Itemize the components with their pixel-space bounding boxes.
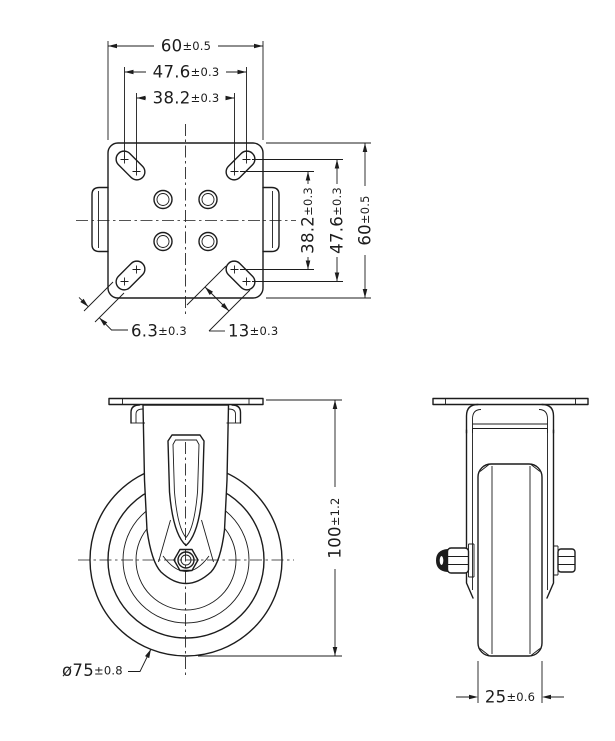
dim-plate-width-right: 60±0.5 xyxy=(266,142,375,299)
dome-highlight xyxy=(439,556,444,565)
dim-bolt-spacing-inner-top: 38.2±0.3 xyxy=(136,89,235,170)
top-plate-side xyxy=(432,397,589,406)
svg-text:ø75±0.8: ø75±0.8 xyxy=(62,661,123,680)
svg-text:38.2±0.3: 38.2±0.3 xyxy=(299,187,318,254)
dim-bolt-spacing-outer-top: 47.6±0.3 xyxy=(124,63,247,158)
slot-hole-bottom-left xyxy=(115,260,146,291)
svg-text:13±0.3: 13±0.3 xyxy=(228,322,278,341)
svg-text:25±0.6: 25±0.6 xyxy=(485,688,535,707)
dim-bolt-spacing-outer-right: 47.6±0.3 xyxy=(252,159,347,282)
top-view: 60±0.5 47.6±0.3 38.2±0.3 38.2±0.3 47.6±0… xyxy=(76,37,375,341)
dim-wheel-width: 25±0.6 xyxy=(456,661,564,707)
svg-text:6.3±0.3: 6.3±0.3 xyxy=(131,322,187,341)
axle-nut-side-left xyxy=(435,543,475,578)
wheel-side xyxy=(477,463,543,657)
kingpin-slot xyxy=(167,434,205,547)
dim-slot-width: 6.3±0.3 xyxy=(78,281,187,341)
axle-nut-side-right xyxy=(553,545,576,576)
dim-overall-height: 100±1.2 xyxy=(198,399,345,657)
svg-text:47.6±0.3: 47.6±0.3 xyxy=(153,63,220,82)
bolt-holes xyxy=(153,189,218,252)
svg-text:47.6±0.3: 47.6±0.3 xyxy=(328,187,347,254)
plate-ear-left xyxy=(91,186,109,253)
svg-text:60±0.5: 60±0.5 xyxy=(161,37,211,56)
svg-text:100±1.2: 100±1.2 xyxy=(326,497,345,558)
svg-text:38.2±0.3: 38.2±0.3 xyxy=(153,89,220,108)
dim-bolt-spacing-inner-right: 38.2±0.3 xyxy=(240,171,318,270)
plate-ear-right xyxy=(262,186,280,253)
front-view: 100±1.2 ø75±0.8 xyxy=(62,397,345,680)
dim-plate-width-top: 60±0.5 xyxy=(107,37,264,140)
top-plate-front xyxy=(108,397,264,406)
svg-text:60±0.5: 60±0.5 xyxy=(356,195,375,245)
fork-side xyxy=(465,403,555,599)
dim-wheel-diameter: ø75±0.8 xyxy=(62,648,152,680)
side-view: 25±0.6 xyxy=(432,397,589,707)
dim-slot-length: 13±0.3 xyxy=(186,265,278,341)
